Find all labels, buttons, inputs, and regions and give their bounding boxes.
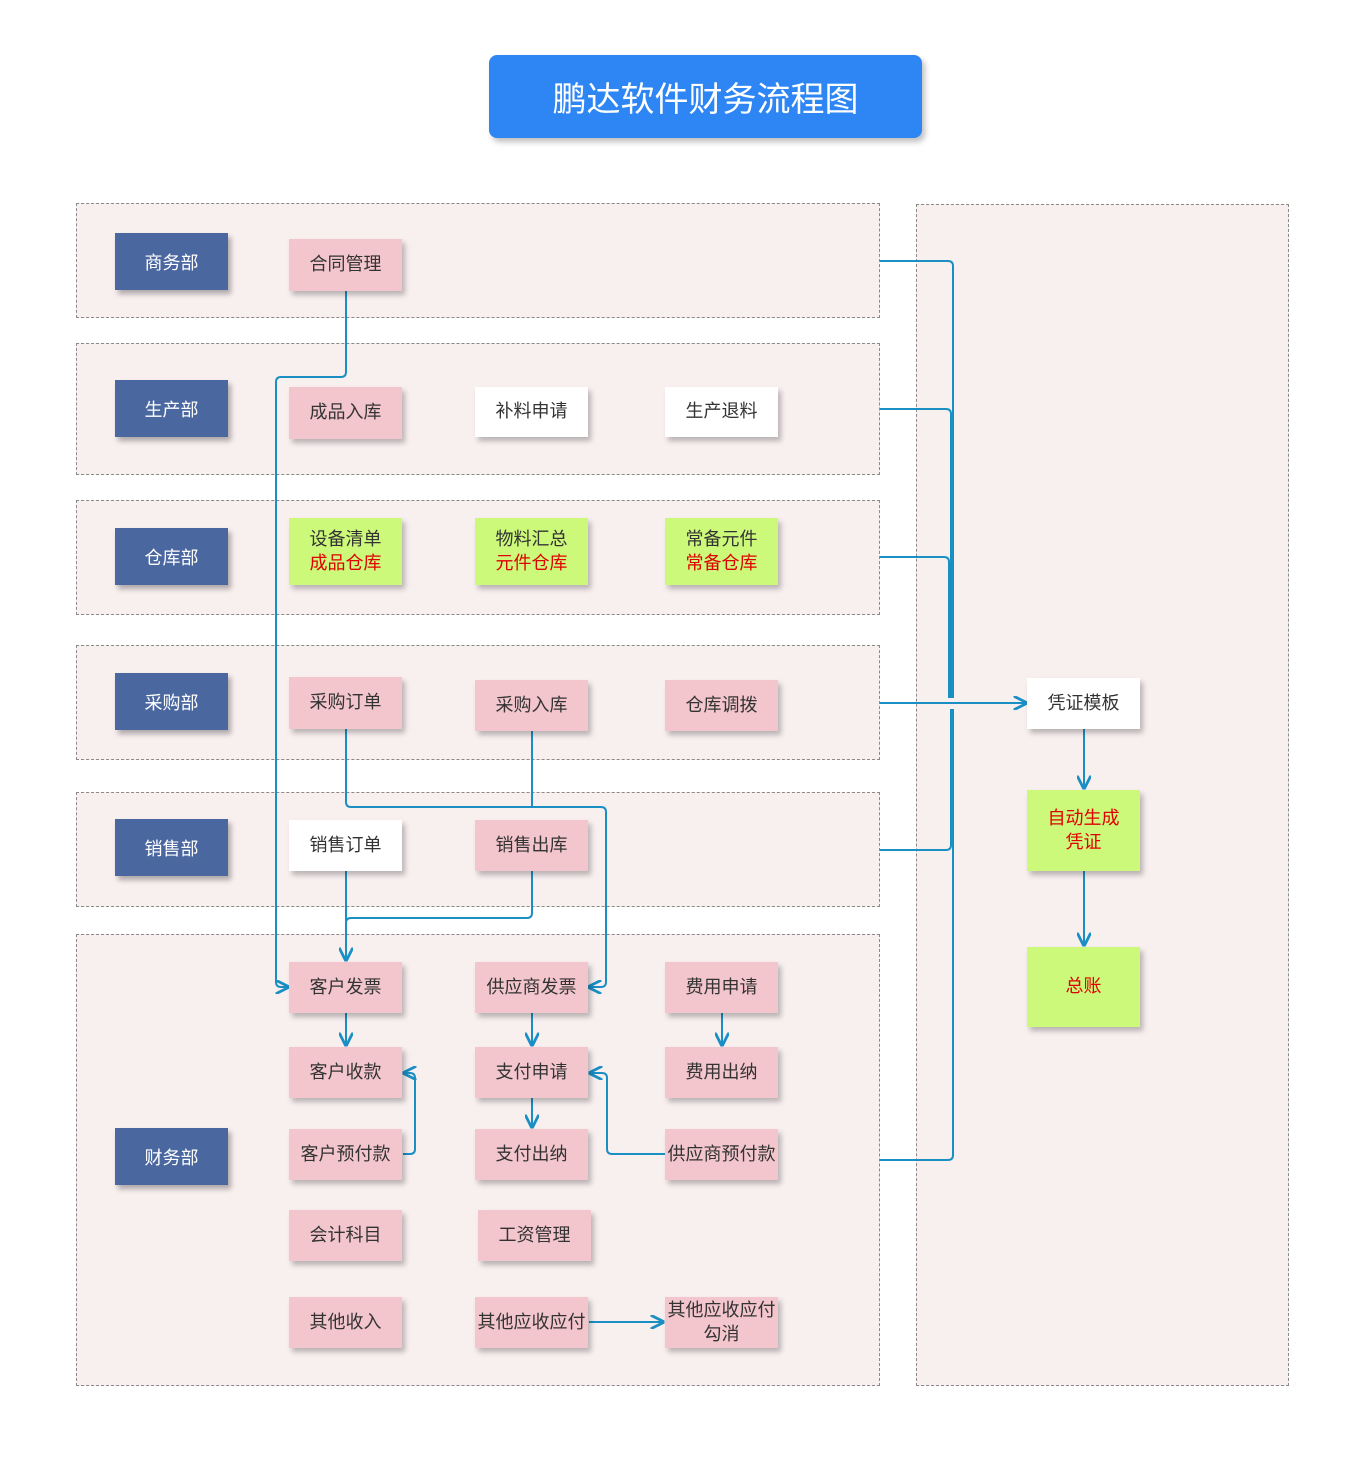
node-auto-voucher-line1: 自动生成 bbox=[1047, 807, 1120, 829]
node-standby-component: 常备元件 常备仓库 bbox=[665, 518, 778, 585]
node-standby-component-label: 常备元件 bbox=[685, 528, 758, 550]
node-warehouse-transfer: 仓库调拨 bbox=[665, 680, 778, 731]
line-bus-production bbox=[880, 408, 952, 698]
node-customer-prepay: 客户预付款 bbox=[289, 1129, 402, 1180]
node-expense-cashier: 费用出纳 bbox=[665, 1047, 778, 1098]
node-sales-out: 销售出库 bbox=[475, 820, 588, 871]
node-salary-mgmt: 工资管理 bbox=[478, 1210, 591, 1261]
line-customer-prepay-to-receipt bbox=[403, 1073, 415, 1155]
node-finished-in: 成品入库 bbox=[289, 387, 402, 439]
node-material-supplement: 补料申请 bbox=[475, 387, 588, 437]
node-finished-warehouse-label: 成品仓库 bbox=[309, 552, 382, 574]
node-payment-apply: 支付申请 bbox=[475, 1047, 588, 1098]
line-bus-sales bbox=[880, 709, 952, 851]
line-bus-business bbox=[880, 260, 954, 698]
node-auto-voucher-line2: 凭证 bbox=[1065, 831, 1102, 853]
line-bus-warehouse bbox=[880, 556, 950, 698]
node-general-ledger: 总账 bbox=[1027, 947, 1140, 1027]
node-contract-mgmt: 合同管理 bbox=[289, 239, 402, 291]
node-supplier-invoice: 供应商发票 bbox=[475, 962, 588, 1013]
line-supplier-prepay-to-payment-apply bbox=[590, 1073, 665, 1155]
node-other-ar-ap-writeoff-line2: 勾消 bbox=[703, 1323, 740, 1345]
dept-purchase: 采购部 bbox=[115, 673, 228, 730]
node-production-return: 生产退料 bbox=[665, 387, 778, 437]
node-supplier-prepay: 供应商预付款 bbox=[665, 1129, 778, 1180]
line-sales-out-join bbox=[345, 871, 533, 924]
node-voucher-template: 凭证模板 bbox=[1027, 678, 1140, 729]
node-equipment-list: 设备清单 成品仓库 bbox=[289, 518, 402, 585]
dept-sales: 销售部 bbox=[115, 819, 228, 876]
node-auto-voucher: 自动生成 凭证 bbox=[1027, 790, 1140, 871]
node-expense-apply: 费用申请 bbox=[665, 962, 778, 1013]
node-purchase-in: 采购入库 bbox=[475, 680, 588, 731]
node-material-summary: 物料汇总 元件仓库 bbox=[475, 518, 588, 585]
dept-production: 生产部 bbox=[115, 380, 228, 437]
node-standby-warehouse-label: 常备仓库 bbox=[685, 552, 758, 574]
node-purchase-order: 采购订单 bbox=[289, 677, 402, 729]
page-title: 鹏达软件财务流程图 bbox=[489, 55, 922, 138]
node-sales-order: 销售订单 bbox=[289, 820, 402, 871]
dept-finance: 财务部 bbox=[115, 1128, 228, 1185]
line-purchase-order-to-supplier-invoice bbox=[345, 729, 607, 987]
node-equipment-list-label: 设备清单 bbox=[309, 528, 382, 550]
node-other-ar-ap-writeoff: 其他应收应付 勾消 bbox=[665, 1297, 778, 1348]
node-general-ledger-label: 总账 bbox=[1065, 976, 1102, 997]
node-other-ar-ap: 其他应收应付 bbox=[475, 1297, 588, 1348]
node-other-income: 其他收入 bbox=[289, 1297, 402, 1348]
node-payment-cashier: 支付出纳 bbox=[475, 1129, 588, 1180]
line-contract-to-customer-invoice bbox=[275, 291, 347, 987]
node-component-warehouse-label: 元件仓库 bbox=[495, 552, 568, 574]
node-accounting-subject: 会计科目 bbox=[289, 1210, 402, 1261]
node-customer-receipt: 客户收款 bbox=[289, 1047, 402, 1098]
node-customer-invoice: 客户发票 bbox=[289, 962, 402, 1013]
node-material-summary-label: 物料汇总 bbox=[495, 528, 568, 550]
dept-business: 商务部 bbox=[115, 233, 228, 290]
node-other-ar-ap-writeoff-line1: 其他应收应付 bbox=[667, 1299, 776, 1321]
dept-warehouse: 仓库部 bbox=[115, 528, 228, 585]
line-bus-finance bbox=[880, 709, 954, 1161]
